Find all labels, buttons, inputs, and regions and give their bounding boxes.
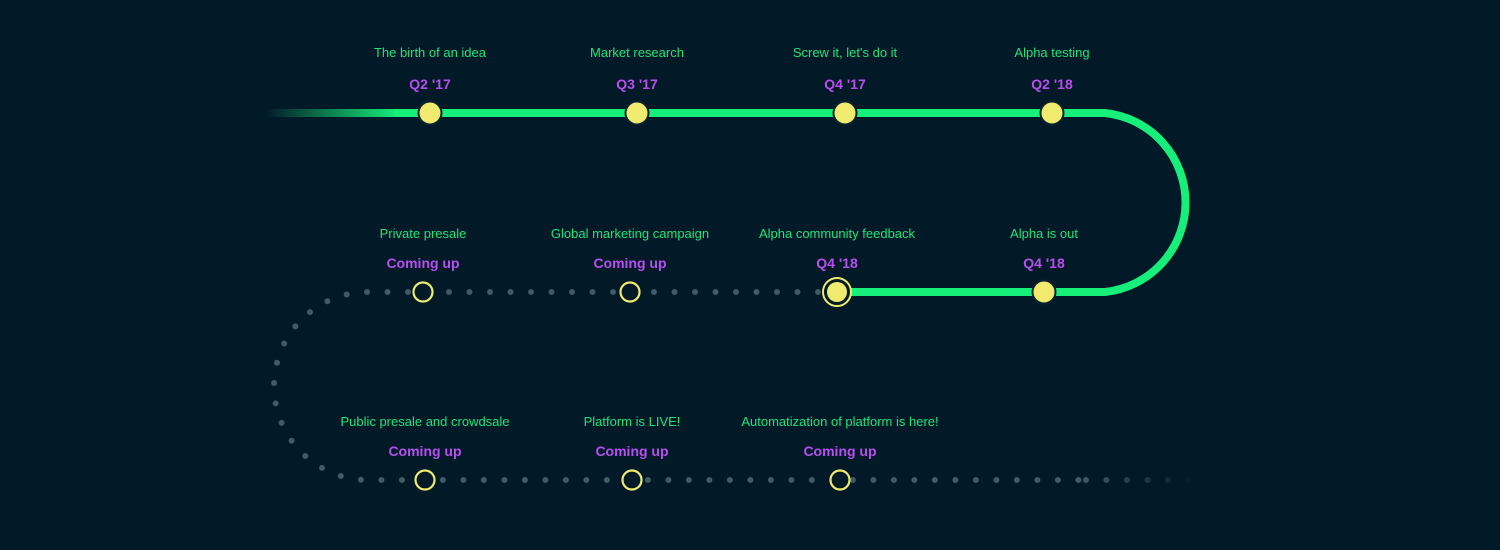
milestone-label: Platform is LIVE!: [583, 414, 681, 429]
milestone-label: Automatization of platform is here!: [741, 414, 939, 429]
milestone-label: Alpha is out: [1010, 226, 1078, 241]
milestone-node-upcoming: [414, 469, 436, 491]
milestone-label: Alpha community feedback: [758, 226, 916, 241]
milestone-date: Coming up: [388, 443, 462, 459]
milestone-label: Global marketing campaign: [550, 226, 710, 241]
milestone-label: The birth of an idea: [373, 45, 487, 60]
milestone-date: Coming up: [803, 443, 877, 459]
milestone-node-done: [1031, 279, 1057, 305]
timeline-upcoming-path: [271, 289, 1083, 483]
milestone-date: Coming up: [593, 255, 667, 271]
milestone-node-upcoming: [829, 469, 851, 491]
milestone-label: Screw it, let's do it: [792, 45, 898, 60]
milestone-date: Q4 '18: [816, 255, 858, 271]
milestone-date: Coming up: [595, 443, 669, 459]
milestone-node-done: [624, 100, 650, 126]
milestone-node-done: [417, 100, 443, 126]
milestone-date: Coming up: [386, 255, 460, 271]
milestone-label: Market research: [590, 45, 684, 60]
milestone-node-current: [827, 282, 847, 302]
milestone-label: Public presale and crowdsale: [340, 414, 510, 429]
milestone-date: Q2 '17: [409, 76, 451, 92]
milestone-node-upcoming: [619, 281, 641, 303]
milestone-node-done: [1039, 100, 1065, 126]
milestone-node-upcoming: [621, 469, 643, 491]
milestone-date: Q4 '18: [1023, 255, 1065, 271]
milestone-node-done: [832, 100, 858, 126]
milestone-date: Q4 '17: [824, 76, 866, 92]
milestone-label: Alpha testing: [1014, 45, 1090, 60]
milestone-date: Q2 '18: [1031, 76, 1073, 92]
timeline-completed-path: [394, 109, 1190, 296]
milestone-node-upcoming: [412, 281, 434, 303]
milestone-date: Q3 '17: [616, 76, 658, 92]
milestone-label: Private presale: [379, 226, 467, 241]
